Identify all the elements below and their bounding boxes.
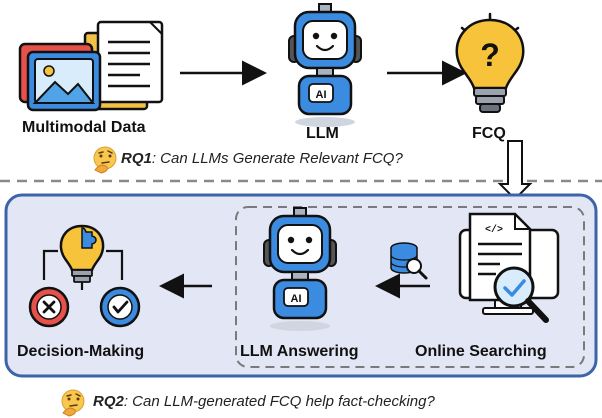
rq2-question: RQ2: Can LLM-generated FCQ help fact-che… [93,393,435,410]
rq1-tag: RQ1 [121,150,152,167]
llm-label: LLM [306,125,339,142]
fcq-label: FCQ [472,125,506,142]
thinking-face-icon-rq1 [93,146,117,174]
multimodal-data-label: Multimodal Data [22,119,146,136]
svg-text:</>: </> [485,224,503,236]
online-searching-label: Online Searching [415,343,547,360]
svg-text:?: ? [480,37,500,73]
rq2-tag: RQ2 [93,393,124,410]
rq2-text: : Can LLM-generated FCQ help fact-checki… [123,393,435,410]
fcq-lightbulb-question-icon: ? [455,12,525,113]
multimodal-data-icon [18,20,164,112]
retrieval-dashed-box [235,206,585,368]
arrow-fcq-down [497,140,533,201]
database-search-icon [390,242,428,280]
llm-answering-robot-icon [262,206,338,333]
decision-making-icon [28,224,141,328]
rq1-question: RQ1: Can LLMs Generate Relevant FCQ? [121,150,403,167]
decision-making-label: Decision-Making [17,343,145,360]
online-searching-icon: </> [458,212,560,323]
llm-robot-icon [287,2,363,129]
thinking-face-icon-rq2 [61,389,85,417]
rq1-text: : Can LLMs Generate Relevant FCQ? [151,150,403,167]
llm-answering-label: LLM Answering [240,343,359,360]
